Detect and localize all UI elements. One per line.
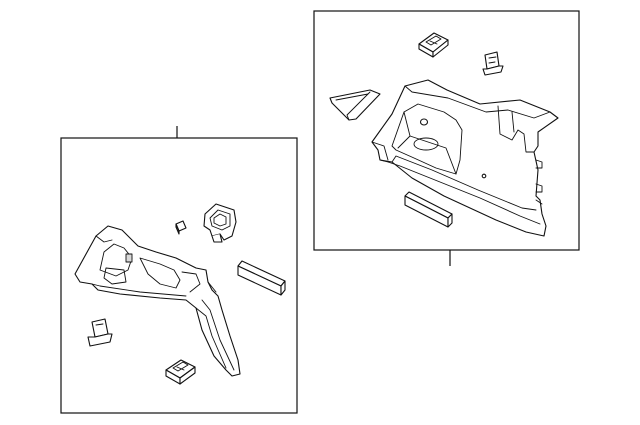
quarter-trim-panel-large xyxy=(371,79,559,237)
hook-bracket xyxy=(203,203,237,243)
left-group-frame xyxy=(60,137,298,414)
right-group-frame xyxy=(313,10,580,251)
quarter-trim-panel-small xyxy=(74,225,241,377)
foam-pad xyxy=(404,191,453,228)
side-clip xyxy=(87,318,113,347)
small-clip xyxy=(175,220,187,235)
foam-strip xyxy=(237,260,286,296)
lower-clip xyxy=(165,359,196,385)
retainer-clip xyxy=(482,51,504,76)
upper-clip xyxy=(418,32,449,58)
cover-panel xyxy=(329,89,381,121)
